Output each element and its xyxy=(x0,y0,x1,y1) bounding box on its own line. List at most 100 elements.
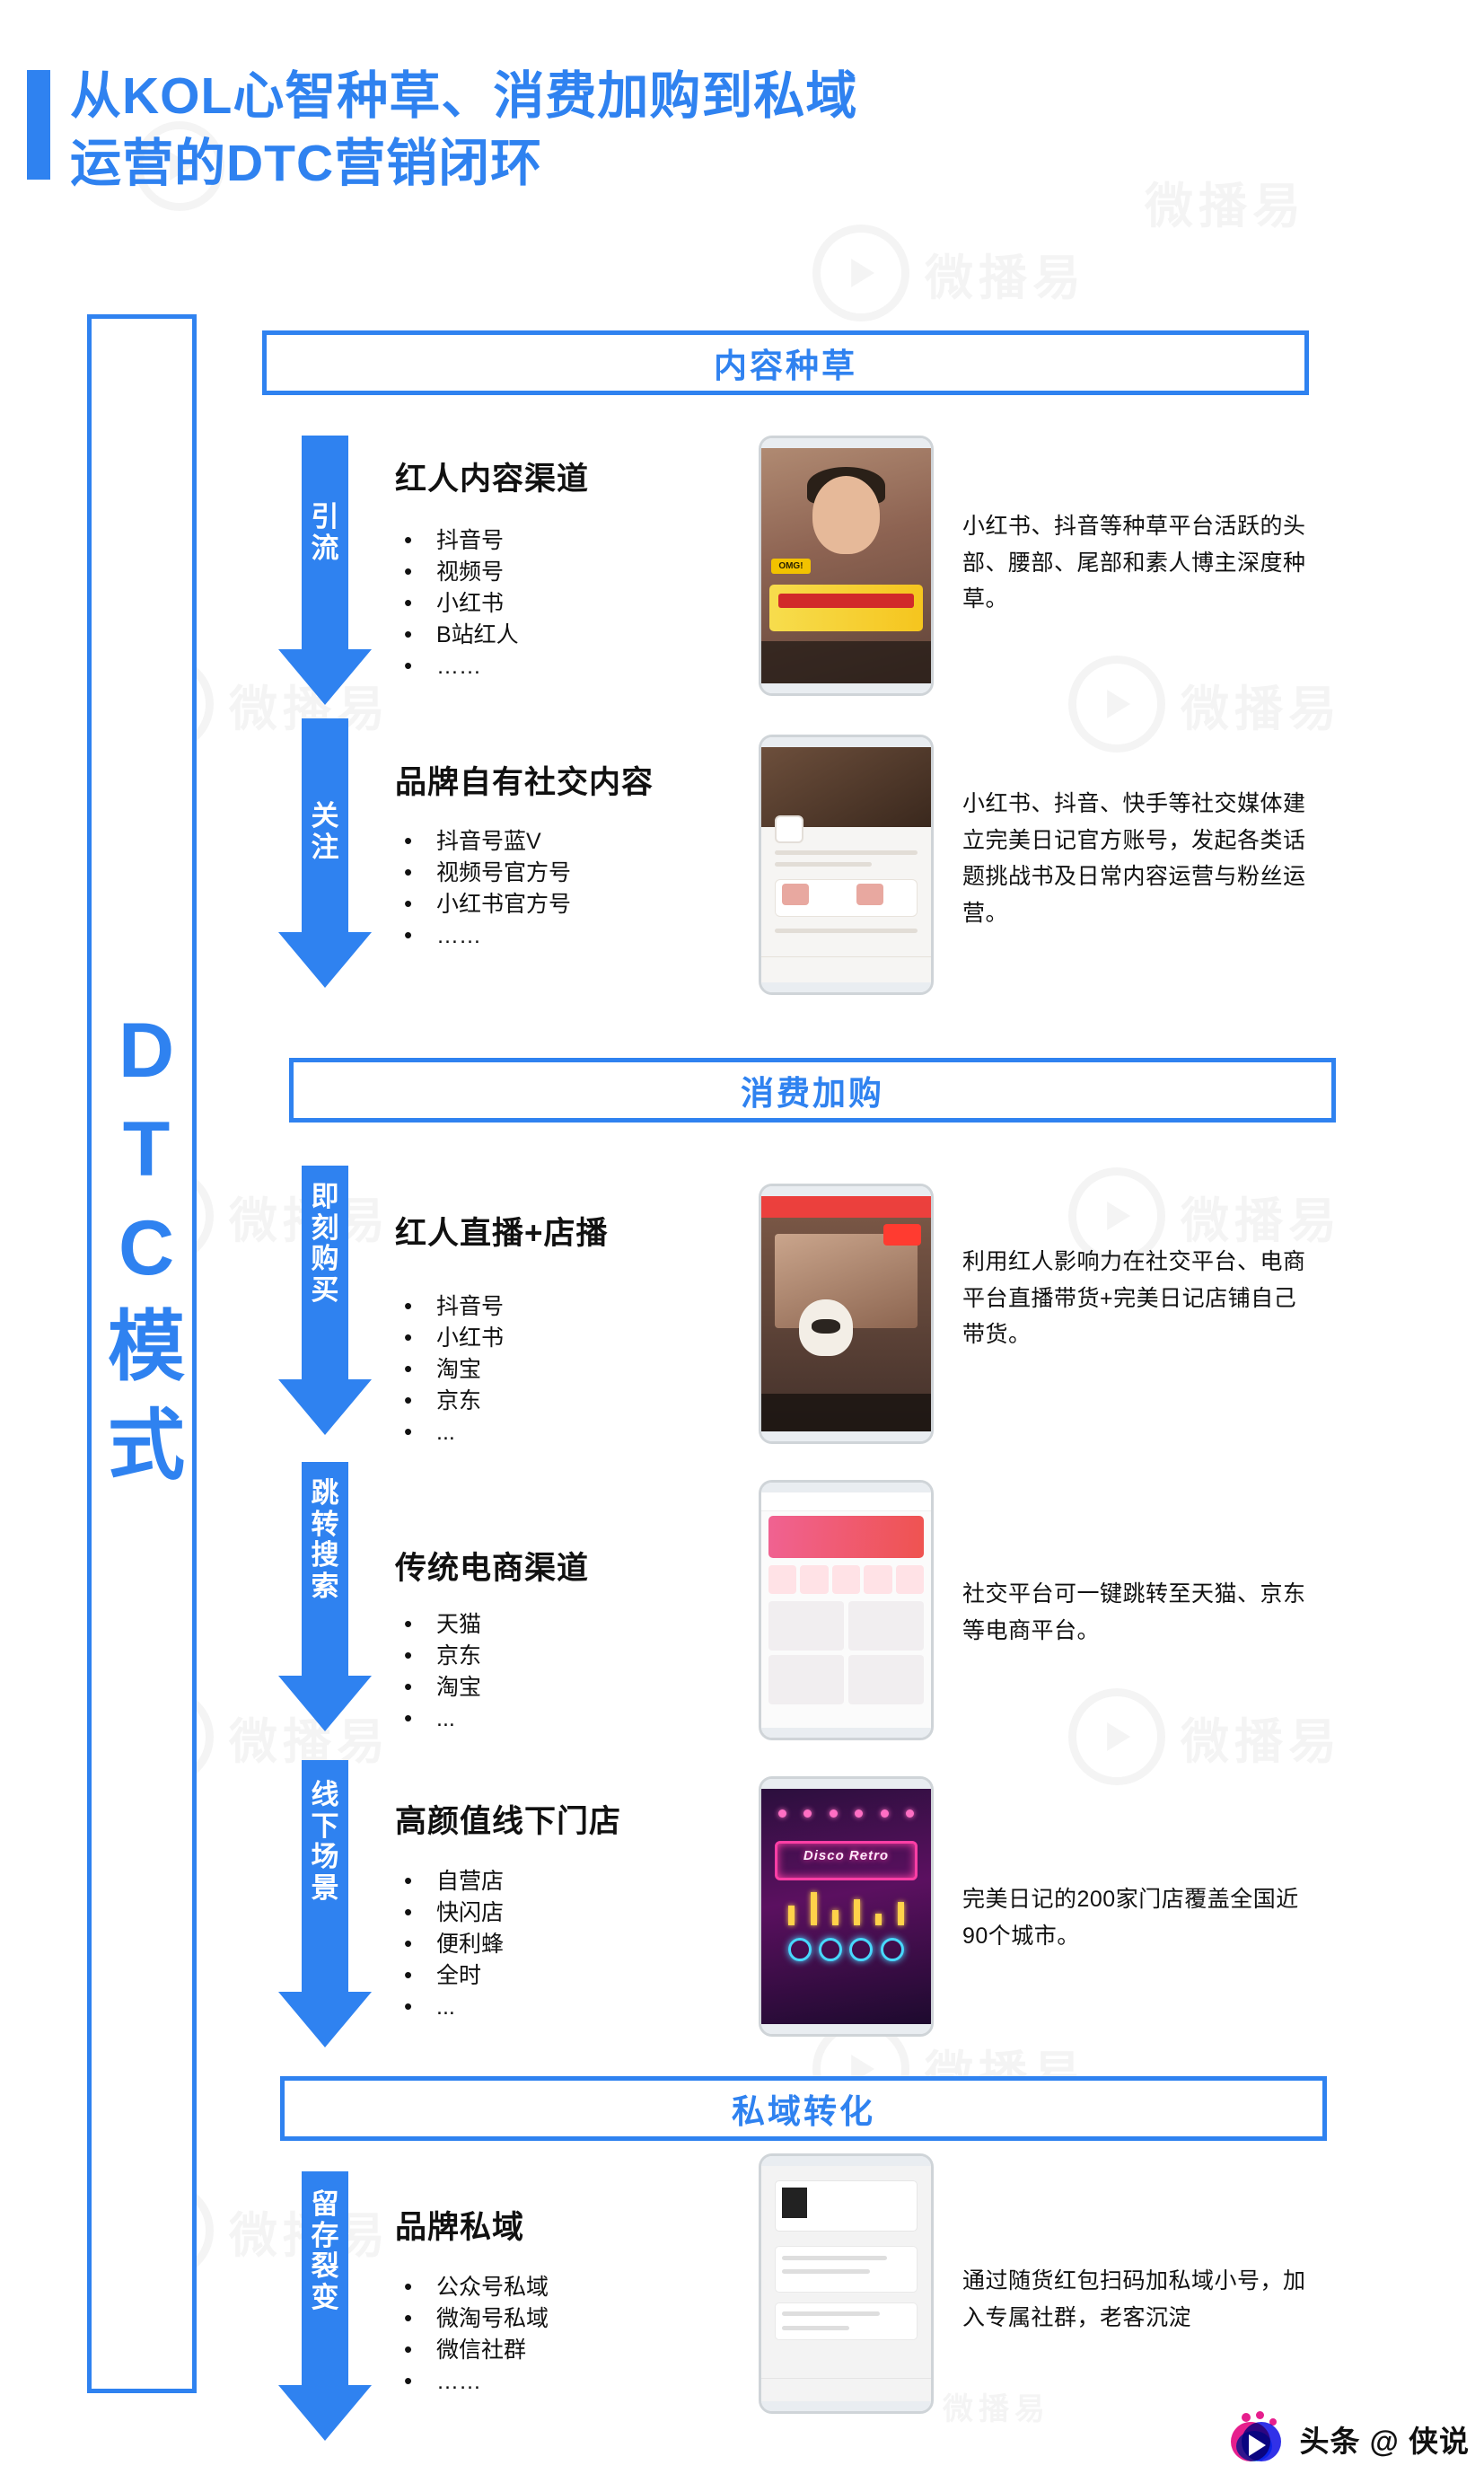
flow-arrow-4-label: 跳 转 搜 索 xyxy=(278,1477,372,1603)
block-4-description: 社交平台可一键跳转至天猫、京东等电商平台。 xyxy=(962,1581,1306,1643)
arrow-label-char: 转 xyxy=(311,1508,339,1540)
phone-mockup-4 xyxy=(759,1480,934,1740)
phone-mockup-2 xyxy=(759,735,934,995)
block-5-title: 高颜值线下门店 xyxy=(395,1804,622,1839)
page-title: 从KOL心智种草、消费加购到私域 运营的DTC营销闭环 xyxy=(70,63,1147,198)
section-header-purchase: 消费加购 xyxy=(289,1058,1336,1123)
block-6-list: 公众号私域 微淘号私域 微信社群 …… xyxy=(395,2270,700,2398)
arrow-label-char: 场 xyxy=(311,1841,339,1873)
block-1-title: 红人内容渠道 xyxy=(395,462,590,497)
dtc-rail: D T C 模 式 xyxy=(87,314,197,2393)
list-item: 便利蜂 xyxy=(395,1927,700,1960)
rail-char: D xyxy=(118,1008,175,1094)
section-header-content: 内容种草 xyxy=(262,330,1309,395)
flow-arrow-2: 关 注 xyxy=(278,718,372,988)
list-item: 抖音号 xyxy=(395,524,700,557)
flow-arrow-1-label: 引 流 xyxy=(278,501,372,564)
list-item: 淘宝 xyxy=(395,1670,700,1704)
page-title-line1: 从KOL心智种草、消费加购到私域 xyxy=(70,67,858,125)
block-2-description: 小红书、抖音、快手等社交媒体建立完美日记官方账号，发起各类话题挑战书及日常内容运… xyxy=(962,791,1306,926)
arrow-label-char: 裂 xyxy=(311,2250,339,2283)
watermark-ring xyxy=(1068,656,1165,753)
flow-arrow-3-label: 即 刻 购 买 xyxy=(278,1181,372,1307)
list-item: 快闪店 xyxy=(395,1896,700,1929)
flow-arrow-1: 引 流 xyxy=(278,436,372,705)
arrow-label-char: 购 xyxy=(311,1243,339,1275)
watermark-ring xyxy=(812,225,909,321)
flow-arrow-6: 留 存 裂 变 xyxy=(278,2171,372,2441)
block-3-title: 红人直播+店播 xyxy=(395,1216,609,1251)
list-item: 淘宝 xyxy=(395,1352,700,1386)
arrow-label-char: 注 xyxy=(311,831,339,863)
arrow-label-char: 跳 xyxy=(311,1477,339,1509)
phone-mockup-5: Disco Retro xyxy=(759,1776,934,2037)
list-item: 抖音号 xyxy=(395,1290,700,1323)
footer-credit: 头条 @ 侠说 xyxy=(1229,2411,1470,2467)
phone-5-caption: Disco Retro xyxy=(803,1847,890,1863)
block-3-description: 利用红人影响力在社交平台、电商平台直播带货+完美日记店铺自己带货。 xyxy=(962,1249,1306,1347)
flow-arrow-2-label: 关 注 xyxy=(278,800,372,863)
list-item: B站红人 xyxy=(395,618,700,651)
list-item: 抖音号蓝V xyxy=(395,824,700,858)
block-3-list: 抖音号 小红书 淘宝 京东 ... xyxy=(395,1290,700,1448)
arrow-label-char: 即 xyxy=(311,1181,339,1212)
list-item: 京东 xyxy=(395,1639,700,1672)
watermark-brand: 微播易 xyxy=(1181,1181,1342,1252)
rail-char: 式 xyxy=(108,1403,185,1490)
watermark-brand: 微播易 xyxy=(925,238,1086,309)
block-4-title: 传统电商渠道 xyxy=(395,1551,590,1586)
list-item: 视频号 xyxy=(395,555,700,588)
list-item: 自营店 xyxy=(395,1864,700,1897)
arrow-label-char: 下 xyxy=(311,1809,339,1842)
block-5-list: 自营店 快闪店 便利蜂 全时 ... xyxy=(395,1864,700,2023)
phone-mockup-1: OMG! xyxy=(759,436,934,696)
list-item: 天猫 xyxy=(395,1607,700,1641)
arrow-label-char: 搜 xyxy=(311,1539,339,1572)
rail-char: C xyxy=(118,1205,175,1292)
arrow-label-char: 刻 xyxy=(311,1211,339,1244)
watermark-brand: 微播易 xyxy=(1181,1702,1342,1773)
list-item: ... xyxy=(395,1702,700,1735)
list-item: 小红书 xyxy=(395,1321,700,1354)
block-6-description: 通过随货红包扫码加私域小号，加入专属社群，老客沉淀 xyxy=(962,2268,1306,2330)
flow-arrow-4: 跳 转 搜 索 xyxy=(278,1462,372,1731)
footer-text: 头条 @ 侠说 xyxy=(1299,2425,1470,2458)
arrow-label-char: 留 xyxy=(311,2188,339,2220)
arrow-label-char: 存 xyxy=(311,2219,339,2251)
arrow-label-char: 引 xyxy=(311,501,339,533)
arrow-label-char: 索 xyxy=(311,1571,339,1603)
phone-mockup-3 xyxy=(759,1184,934,1444)
list-item: 视频号官方号 xyxy=(395,856,700,889)
flow-arrow-3: 即 刻 购 买 xyxy=(278,1166,372,1435)
toutiao-logo-icon xyxy=(1229,2411,1288,2467)
flow-arrow-6-label: 留 存 裂 变 xyxy=(278,2188,372,2314)
list-item: 小红书官方号 xyxy=(395,887,700,920)
watermark-brand: 微播易 xyxy=(1145,166,1306,237)
list-item: …… xyxy=(395,2364,700,2398)
block-1-description: 小红书、抖音等种草平台活跃的头部、腰部、尾部和素人博主深度种草。 xyxy=(962,514,1306,612)
list-item: …… xyxy=(395,919,700,952)
dtc-rail-label: D T C 模 式 xyxy=(92,1001,201,1495)
list-item: 全时 xyxy=(395,1959,700,1992)
section-header-private: 私域转化 xyxy=(280,2076,1327,2141)
arrow-label-char: 景 xyxy=(311,1872,339,1905)
rail-char: 模 xyxy=(108,1304,185,1391)
phone-1-caption: OMG! xyxy=(771,559,811,575)
list-item: ... xyxy=(395,1415,700,1448)
list-item: …… xyxy=(395,649,700,682)
block-5-description: 完美日记的200家门店覆盖全国近90个城市。 xyxy=(962,1887,1299,1949)
arrow-label-char: 流 xyxy=(311,532,339,564)
arrow-label-char: 变 xyxy=(311,2282,339,2314)
block-4-list: 天猫 京东 淘宝 ... xyxy=(395,1607,700,1735)
block-2-title: 品牌自有社交内容 xyxy=(395,765,654,800)
list-item: 京东 xyxy=(395,1384,700,1417)
page-title-line2: 运营的DTC营销闭环 xyxy=(70,135,543,193)
arrow-label-char: 关 xyxy=(311,800,339,832)
title-accent-bar xyxy=(27,70,50,180)
list-item: ... xyxy=(395,1990,700,2023)
block-6-title: 品牌私域 xyxy=(395,2210,525,2245)
block-1-list: 抖音号 视频号 小红书 B站红人 …… xyxy=(395,524,700,682)
watermark-ring xyxy=(1068,1688,1165,1785)
list-item: 小红书 xyxy=(395,586,700,620)
watermark-brand: 微播易 xyxy=(943,2384,1050,2428)
